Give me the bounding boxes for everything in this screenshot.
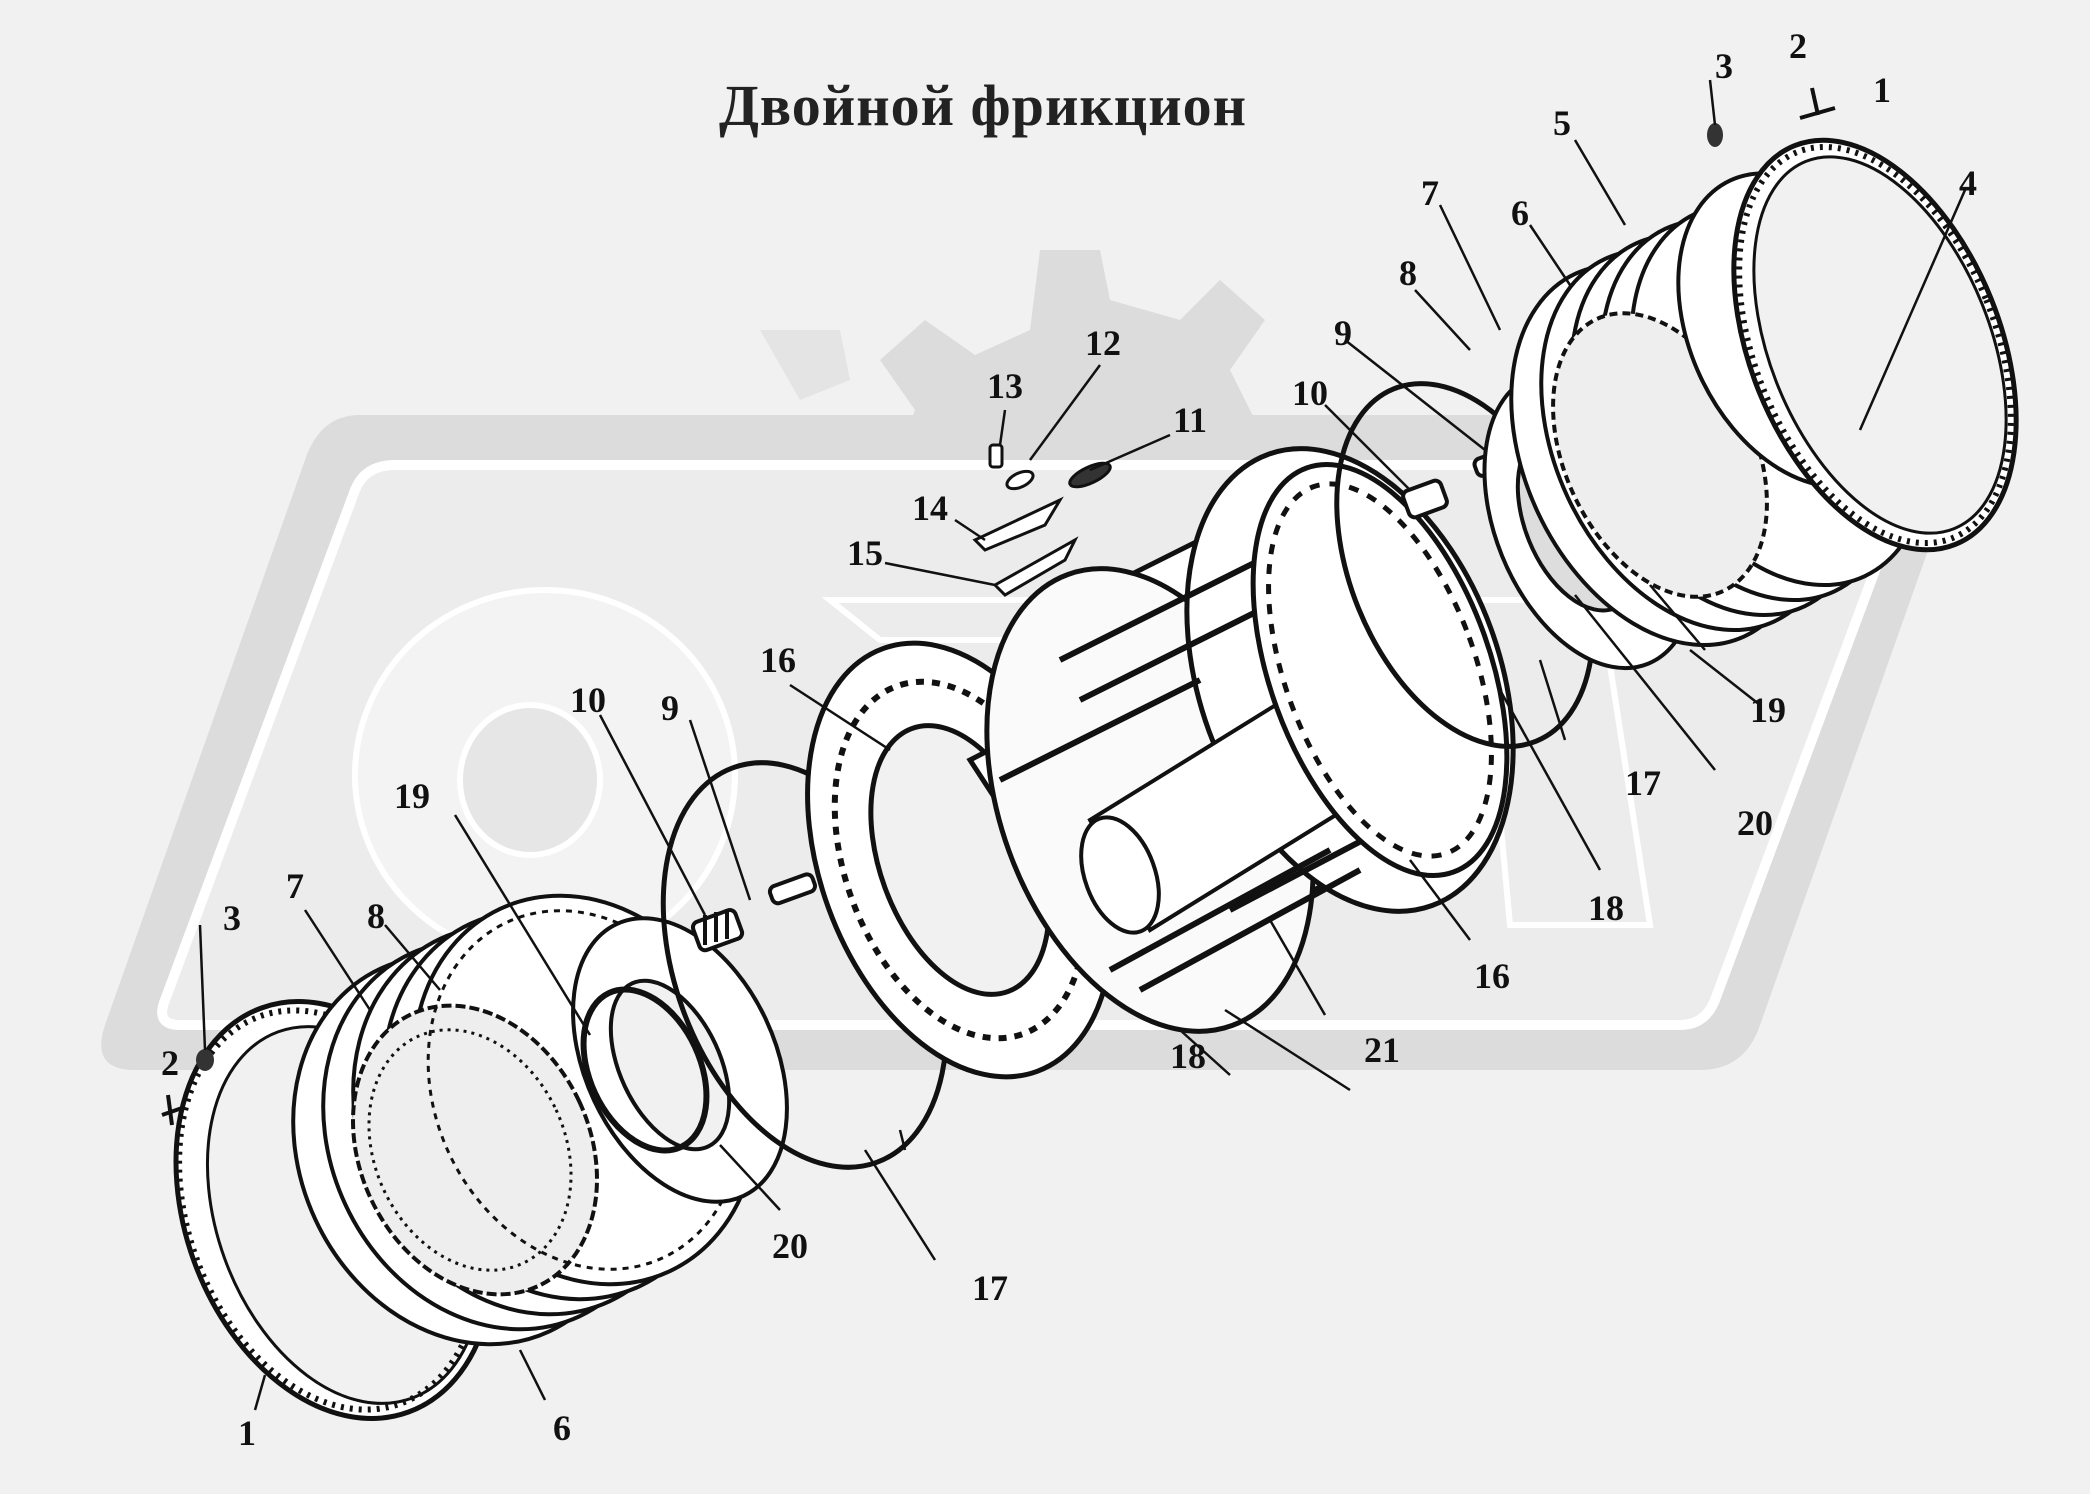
callout-c11: 11: [1173, 400, 1207, 440]
callout-c5: 5: [1553, 103, 1571, 143]
part-pin-2-left: [161, 1094, 183, 1126]
callout-c21: 21: [1364, 1030, 1400, 1070]
callout-c10b: 10: [570, 680, 606, 720]
part-pin-13: [988, 443, 1004, 469]
part-pin-2-right: [1799, 87, 1836, 120]
callout-c19b: 19: [1750, 690, 1786, 730]
part-spring-10-left: [690, 908, 745, 953]
part-ring-1-right: [1731, 137, 2019, 553]
part-spring-11: [1068, 461, 1112, 489]
part-nut-3-left: [196, 1049, 214, 1071]
callout-c1b: 1: [238, 1413, 256, 1453]
callout-c18a: 18: [1170, 1036, 1206, 1076]
callout-c12: 12: [1085, 323, 1121, 363]
part-spring-10-right: [1401, 478, 1449, 520]
callout-c3b: 3: [223, 898, 241, 938]
leader-lines: [198, 79, 1967, 1411]
callout-c16a: 16: [760, 640, 796, 680]
part-pin-9-left: [767, 872, 818, 906]
callout-c6a: 6: [1511, 193, 1529, 233]
callout-c8b: 8: [367, 896, 385, 936]
part-nut-3-right: [1707, 123, 1723, 147]
callout-c3a: 3: [1715, 46, 1733, 86]
callout-c7b: 7: [286, 866, 304, 906]
callout-c17b: 17: [1625, 763, 1661, 803]
part-plate-15: [992, 536, 1079, 597]
callout-c9a: 9: [1334, 313, 1352, 353]
part-disc-16-right: [1250, 461, 1510, 879]
callout-c13: 13: [987, 366, 1023, 406]
part-ring-19-left: [580, 986, 710, 1154]
callout-labels: 1234567891011121314151616171718181919202…: [161, 26, 1977, 1453]
callout-c10a: 10: [1292, 373, 1328, 413]
callout-c8a: 8: [1399, 253, 1417, 293]
callout-c14: 14: [912, 488, 948, 528]
part-drum-splines: [998, 557, 1422, 993]
callout-c20a: 20: [772, 1226, 808, 1266]
part-plate-14: [972, 496, 1064, 552]
callout-c7a: 7: [1421, 173, 1439, 213]
callout-c15: 15: [847, 533, 883, 573]
callout-c1a: 1: [1873, 70, 1891, 110]
callout-c19a: 19: [394, 776, 430, 816]
callout-c4: 4: [1959, 163, 1977, 203]
callout-c17a: 17: [972, 1268, 1008, 1308]
callout-c6b: 6: [553, 1408, 571, 1448]
callout-c16b: 16: [1474, 956, 1510, 996]
callout-c2a: 2: [1789, 26, 1807, 66]
callout-c18b: 18: [1588, 888, 1624, 928]
callout-c2b: 2: [161, 1043, 179, 1083]
part-spring-12: [1005, 469, 1035, 491]
callout-c9b: 9: [661, 688, 679, 728]
callout-c20b: 20: [1737, 803, 1773, 843]
diagram-title: Двойной фрикцион: [718, 73, 1248, 138]
